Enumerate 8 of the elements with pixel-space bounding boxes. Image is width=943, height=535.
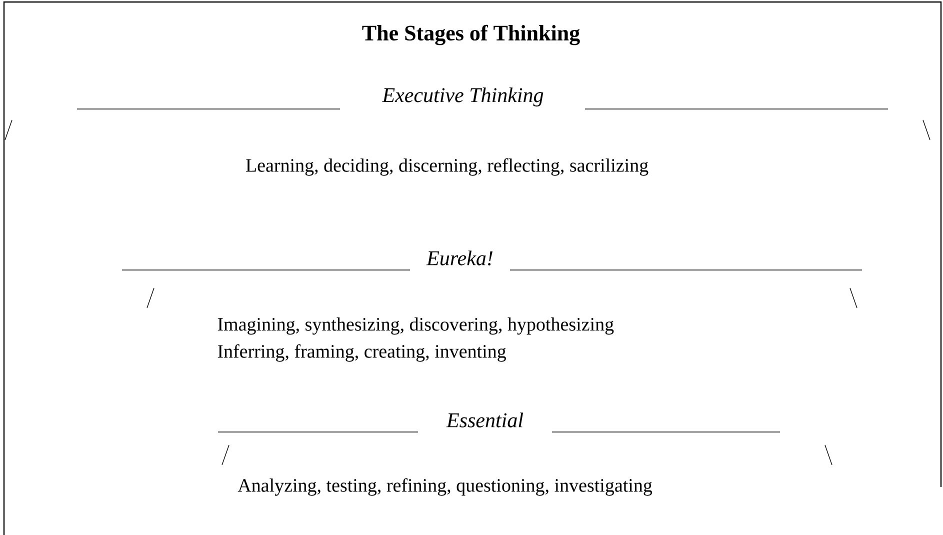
- stage-heading: Executive Thinking: [382, 87, 544, 107]
- stage-heading: Essential: [446, 412, 524, 428]
- stage-heading: Eureka!: [426, 250, 493, 266]
- stage-description: Analyzing, testing, refining, questioning, investigating: [238, 478, 652, 496]
- title: The Stages of Thinking: [362, 24, 580, 46]
- stage-description: Imagining, synthesizing, discovering, hypothesizing: [218, 317, 614, 335]
- stage-description: Learning, deciding, discerning, reflecting, sacrilizing: [246, 158, 648, 176]
- stage-description: Inferring, framing, creating, inventing: [218, 344, 506, 362]
